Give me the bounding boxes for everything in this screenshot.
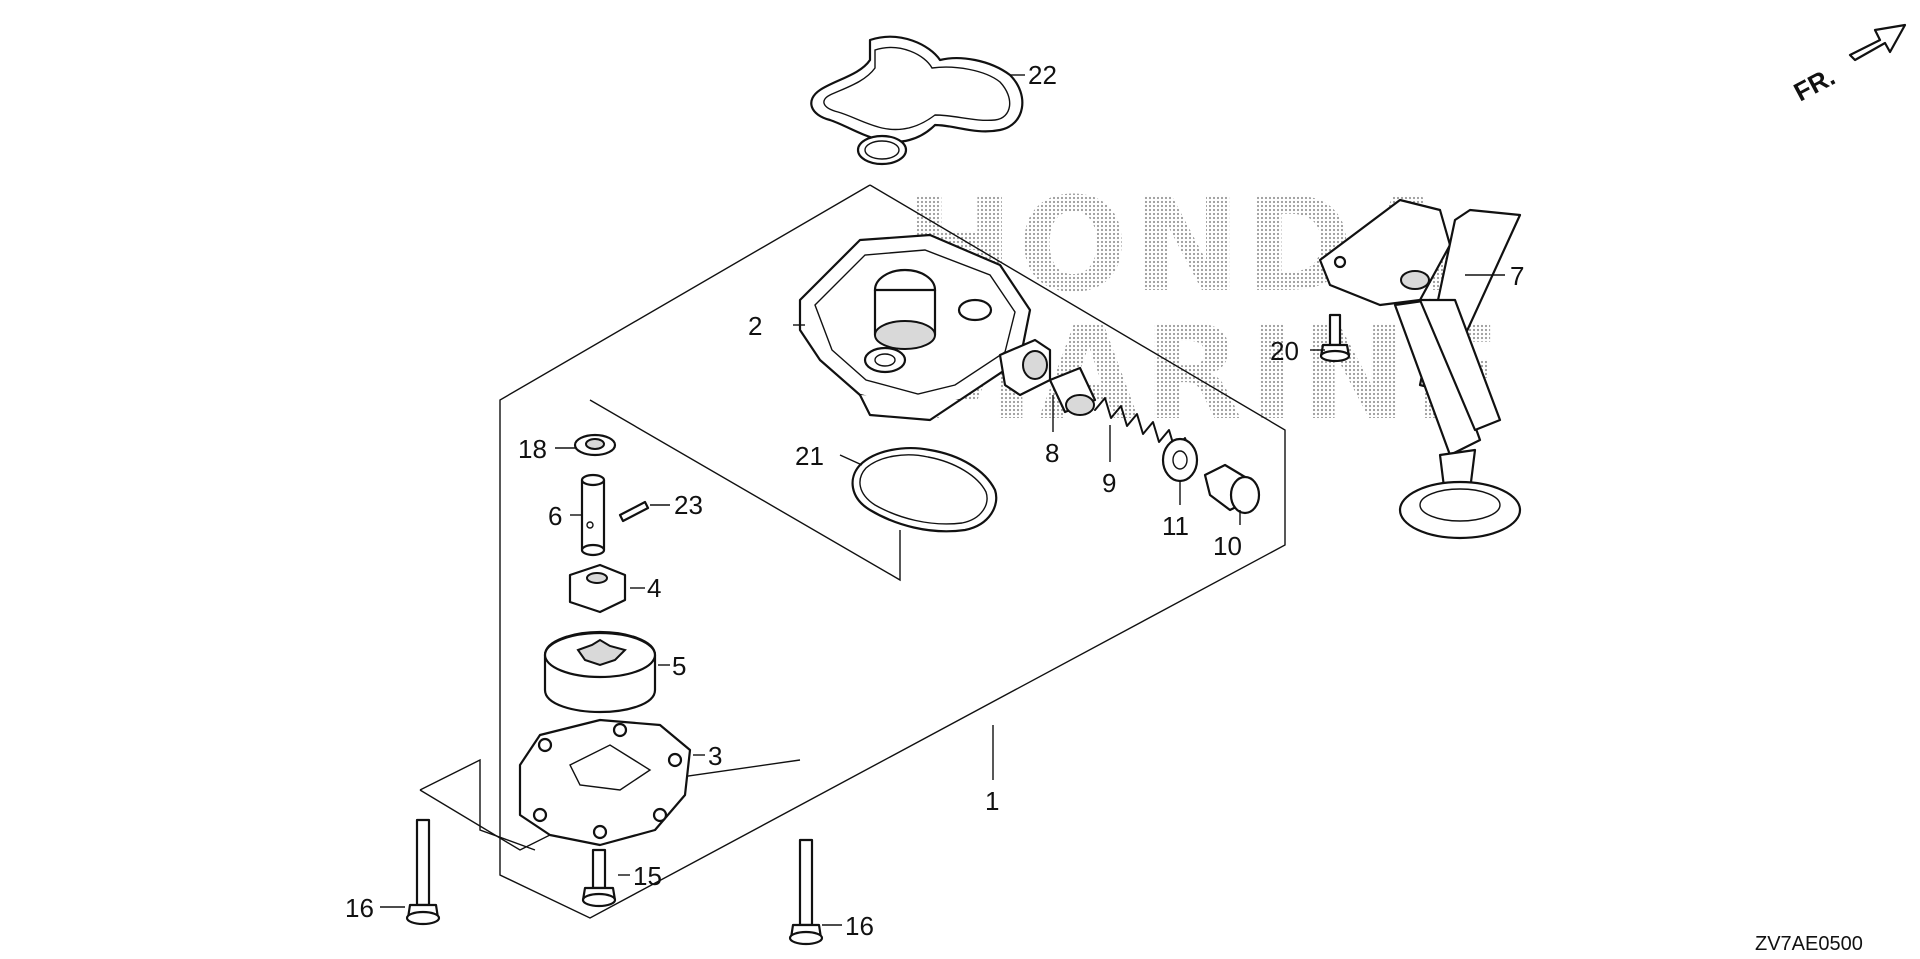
callout-16-left: 16: [345, 893, 374, 923]
callout-10: 10: [1213, 531, 1242, 561]
assembly-outline: [499, 184, 1286, 919]
part-8-sleeve: [1048, 366, 1097, 416]
callout-6: 6: [548, 501, 562, 531]
front-label: FR.: [1789, 61, 1840, 107]
part-5-outer-rotor: [543, 630, 657, 714]
part-22-bolt: [1319, 313, 1351, 363]
part-10-plug-bolt: [1203, 463, 1261, 515]
part-3-pump-cover: [518, 718, 692, 847]
part-7-oil-strainer: [1318, 198, 1522, 540]
inner-group-line-a: [589, 399, 901, 582]
part-23-pin: [618, 500, 650, 523]
part-4-inner-rotor: [568, 563, 627, 614]
part-16-bolt-right: [788, 838, 824, 946]
callout-8: 8: [1045, 438, 1059, 468]
callout-18: 18: [518, 434, 547, 464]
callout-labels: 22 2 21 8 9 11 10 1 3 4 5 6 23 18 15 16 …: [345, 60, 1524, 941]
callout-23: 23: [674, 490, 703, 520]
callout-20: 22: [1028, 60, 1057, 90]
callout-2: 2: [748, 311, 762, 341]
callout-22: 20: [1270, 336, 1299, 366]
callout-4: 4: [647, 573, 661, 603]
callout-15: 15: [633, 861, 662, 891]
inner-group-line-b: [419, 758, 536, 851]
callout-21: 21: [795, 441, 824, 471]
leader-lines: [380, 74, 1505, 926]
front-direction-indicator: FR.: [1789, 23, 1907, 107]
callout-5: 5: [672, 651, 686, 681]
part-15-bolt: [581, 848, 617, 908]
callout-9: 9: [1102, 468, 1116, 498]
part-18-washer: [573, 433, 617, 457]
callout-16-right: 16: [845, 911, 874, 941]
callout-3: 3: [708, 741, 722, 771]
part-20-gasket: [810, 35, 1024, 166]
part-11-washer: [1161, 437, 1199, 483]
callout-11: 11: [1162, 511, 1189, 541]
part-6-shaft: [580, 473, 606, 557]
part-21-gasket: [851, 447, 998, 533]
callout-1: 1: [985, 786, 999, 816]
part-16-bolt-left: [405, 818, 441, 926]
callout-7: 7: [1510, 261, 1524, 291]
part-2-pump-body: [798, 233, 1052, 422]
diagram-code: ZV7AE0500: [1755, 933, 1863, 955]
